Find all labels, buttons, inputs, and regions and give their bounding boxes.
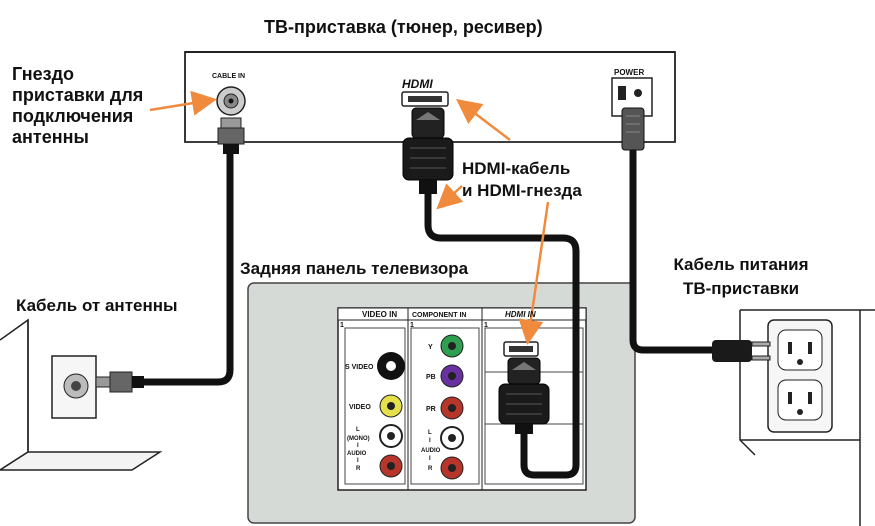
- hdmi-label-line: HDMI-кабель: [462, 159, 571, 178]
- audio-lr-label-4: R: [428, 466, 433, 472]
- antenna-cable-label: Кабель от антенны: [16, 296, 178, 315]
- tv-back-label: Задняя панель телевизора: [240, 259, 469, 278]
- pr-label: PR: [426, 406, 436, 413]
- antenna-connector-wall: [95, 371, 144, 393]
- hdmi-plug-tv: [498, 357, 550, 434]
- power-cable: [629, 150, 715, 354]
- col-num-video: 1: [340, 322, 344, 329]
- hdmi-plug-box: [402, 107, 454, 194]
- video-in-header: VIDEO IN: [362, 310, 397, 319]
- y-jack: [440, 334, 464, 358]
- power-label-line: ТВ-приставки: [682, 279, 800, 298]
- antenna-socket-line: антенны: [12, 127, 89, 147]
- svideo-jack: [377, 352, 405, 380]
- audio-lr-label-0: L: [428, 430, 432, 436]
- antenna-cable: [140, 150, 234, 386]
- antenna-socket-line: Гнездо: [12, 64, 75, 84]
- video-jack: [379, 394, 403, 418]
- col-num-component: 1: [410, 322, 414, 329]
- l-mono-label-4: I: [357, 458, 359, 464]
- power-label-line: Кабель питания: [673, 255, 809, 274]
- comp-audio-r-jack: [440, 456, 464, 480]
- antenna-socket-line: подключения: [12, 106, 134, 126]
- audio-lr-label-2: AUDIO: [421, 448, 441, 454]
- tv-hdmi-port: [503, 341, 539, 357]
- arrow-hdmi-cable: [436, 183, 464, 210]
- component-in-header: COMPONENT IN: [412, 312, 466, 319]
- arrow-hdmi-box: [456, 98, 511, 141]
- antenna-socket-label: Гнездо приставки для подключения антенны: [12, 64, 143, 148]
- hdmi-label: HDMI-кабель и HDMI-гнезда: [462, 158, 582, 202]
- l-mono-label-0: L: [356, 427, 360, 433]
- hdmi-label-line: и HDMI-гнезда: [462, 181, 582, 200]
- audio-l-jack: [379, 424, 403, 448]
- power-plug-box: [621, 107, 645, 151]
- audio-lr-label-1: I: [429, 438, 431, 444]
- l-mono-label-5: R: [356, 466, 361, 472]
- arrow-antenna-socket: [149, 90, 217, 116]
- y-label: Y: [428, 344, 433, 351]
- power-label: POWER: [614, 68, 644, 77]
- hdmi-in-header: HDMI IN: [505, 310, 536, 319]
- diagram-title: ТВ-приставка (тюнер, ресивер): [264, 17, 543, 37]
- hdmi-cable: [424, 190, 580, 479]
- pr-jack: [440, 396, 464, 420]
- col-num-hdmi: 1: [484, 322, 488, 329]
- comp-audio-l-jack: [440, 426, 464, 450]
- antenna-socket-line: приставки для: [12, 85, 144, 105]
- box-hdmi-port: [401, 91, 449, 107]
- audio-lr-label-3: I: [429, 456, 431, 462]
- antenna-connector-box: [217, 117, 245, 154]
- cable-in-jack: [216, 86, 246, 116]
- arrow-hdmi-tv: [518, 201, 550, 345]
- box-hdmi-logo: HDMI: [402, 77, 433, 91]
- pb-jack: [440, 364, 464, 388]
- antenna-wall-plate: [51, 355, 97, 419]
- power-plug-wall: [712, 340, 771, 362]
- s-video-label: S VIDEO: [345, 364, 374, 371]
- wall-left: [0, 318, 163, 471]
- l-mono-label-1: (MONO): [347, 436, 370, 442]
- l-mono-label-2: I: [357, 443, 359, 449]
- audio-r-jack: [379, 454, 403, 478]
- power-label-block: Кабель питания ТВ-приставки: [656, 253, 826, 301]
- video-label: VIDEO: [349, 404, 371, 411]
- power-outlet: [767, 319, 833, 433]
- l-mono-label-3: AUDIO: [347, 451, 367, 457]
- pb-label: PB: [426, 374, 436, 381]
- cable-in-label: CABLE IN: [212, 73, 245, 80]
